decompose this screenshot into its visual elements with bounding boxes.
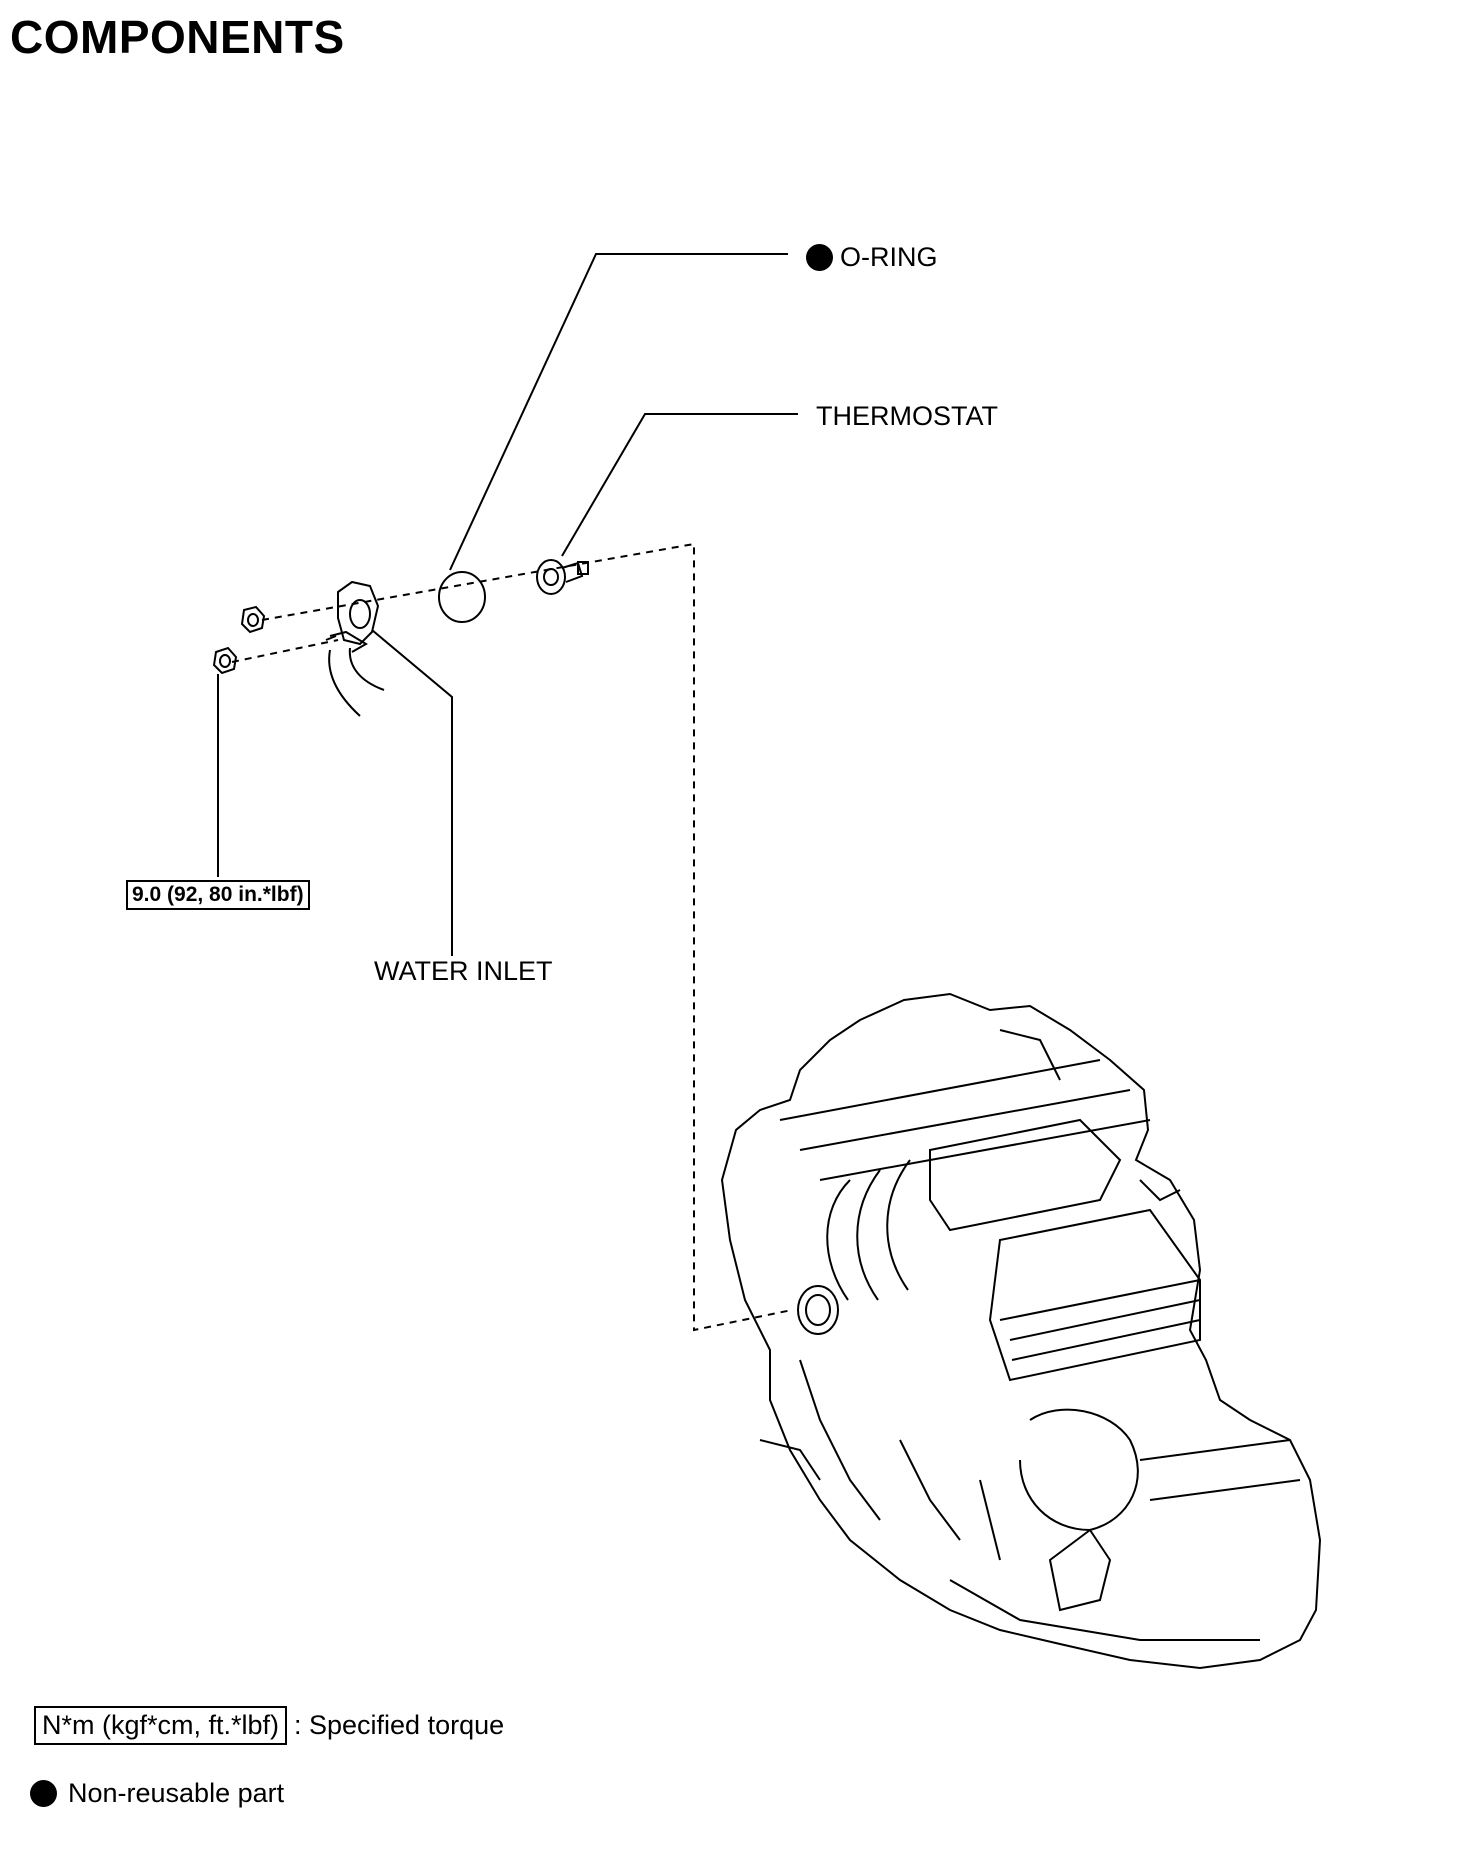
legend-torque-text: : Specified torque (294, 1710, 505, 1740)
water-inlet-label: WATER INLET (374, 956, 553, 986)
legend-torque-box: N*m (kgf*cm, ft.*lbf) (34, 1706, 288, 1745)
o-ring-label: O-RING (840, 242, 938, 272)
o-ring-part (438, 571, 486, 623)
assembly-axis-dashed-lower (231, 639, 339, 663)
non-reusable-icon (806, 244, 833, 271)
legend-nonreusable-text: Non-reusable part (68, 1778, 285, 1808)
engine-assembly-illustration (720, 992, 1322, 1670)
page-title: COMPONENTS (10, 11, 345, 63)
nut-part-upper (240, 605, 266, 634)
o-ring-leader-line (449, 253, 788, 571)
thermostat-leader-line (561, 413, 798, 557)
thermostat-label: THERMOSTAT (816, 401, 998, 431)
nut-part-lower (212, 646, 238, 675)
torque-spec-box: 9.0 (92, 80 in.*lbf) (126, 880, 310, 910)
non-reusable-icon (30, 1780, 57, 1807)
water-inlet-leader-line (371, 629, 453, 956)
water-inlet-part (325, 580, 385, 717)
thermostat-part (536, 559, 589, 595)
assembly-axis-dashed (261, 542, 793, 1332)
